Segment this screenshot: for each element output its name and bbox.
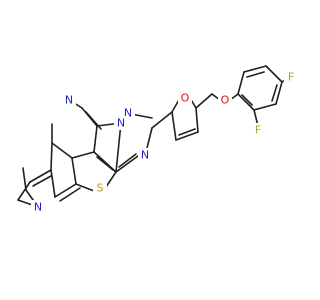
- atom-n-triazole-a: N: [124, 107, 132, 120]
- atom-f-para: F: [288, 71, 294, 84]
- atom-n-pyrimidine-a: N: [65, 94, 73, 107]
- atom-n-triazole-c: N: [117, 117, 125, 130]
- atom-labels: N N N N S N O O F F: [31, 70, 298, 214]
- atom-s-thiophene: S: [97, 182, 104, 195]
- atom-o-ether: O: [221, 94, 230, 107]
- atom-o-furan: O: [181, 92, 190, 105]
- atom-n-pyridine: N: [34, 201, 42, 214]
- atom-n-triazole-b: N: [141, 149, 149, 162]
- molecule-drawing: N N N N S N O O F F: [17, 65, 298, 214]
- bond-lines: [17, 65, 289, 208]
- structure-diagram: N N N N S N O O F F: [17, 65, 298, 214]
- atom-f-ortho: F: [255, 124, 261, 137]
